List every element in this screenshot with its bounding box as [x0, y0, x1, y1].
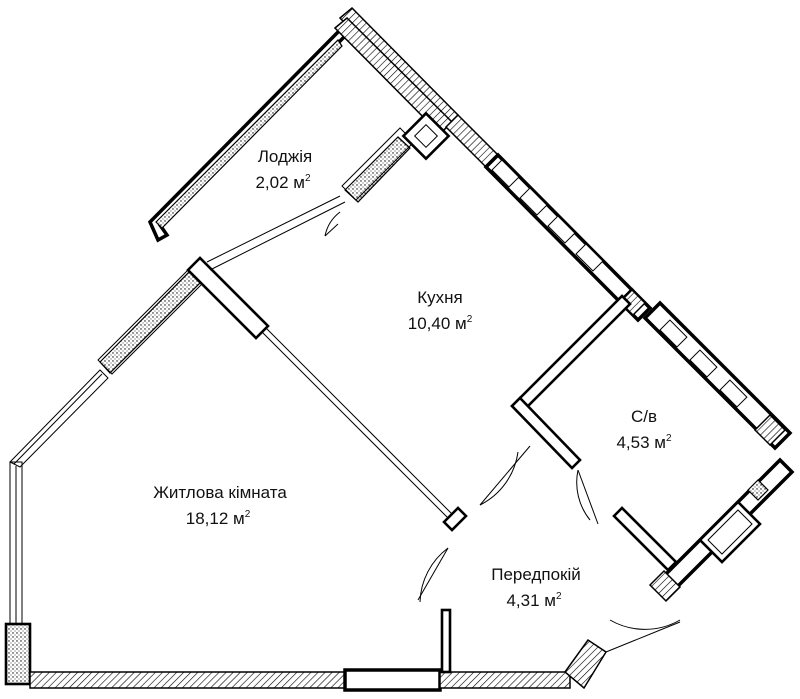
kitchen-facade-wall	[401, 111, 635, 305]
loggia-walls	[147, 6, 460, 243]
doors	[324, 211, 681, 653]
room-area-bathroom: 4,53 м2	[616, 433, 672, 452]
room-name-bathroom: С/в	[631, 407, 657, 426]
room-area-living: 18,12 м2	[186, 509, 251, 528]
room-name-kitchen: Кухня	[417, 288, 463, 307]
room-name-loggia: Лоджія	[258, 147, 313, 166]
room-area-kitchen: 10,40 м2	[408, 314, 473, 333]
room-area-loggia: 2,02 м2	[255, 173, 311, 192]
room-area-hallway: 4,31 м2	[506, 591, 562, 610]
room-name-hallway: Передпокій	[491, 565, 581, 584]
room-labels: Лоджія 2,02 м2 Кухня 10,40 м2 С/в 4,53 м…	[153, 147, 672, 610]
room-name-living: Житлова кімната	[153, 483, 287, 502]
living-walls	[4, 195, 608, 692]
bathroom-walls	[510, 287, 795, 603]
